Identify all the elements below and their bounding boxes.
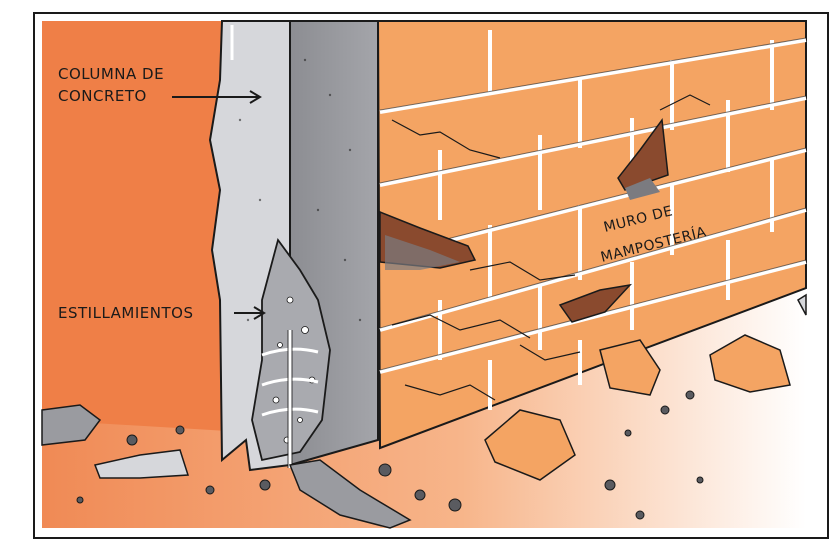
concrete-column [210,21,378,470]
label-columna-line1: COLUMNA DE [58,65,164,83]
label-columna-line2: CONCRETO [58,87,147,105]
label-estillamientos: ESTILLAMIENTOS [58,304,193,322]
